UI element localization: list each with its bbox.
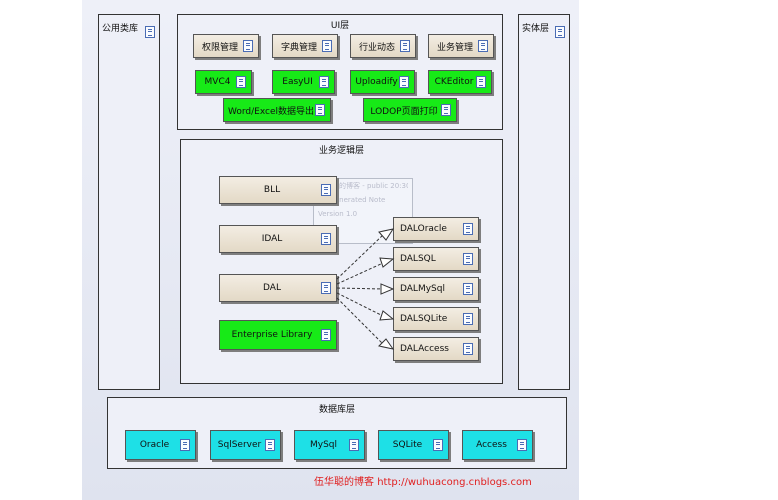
component-dictionary[interactable]: 字典管理	[272, 34, 338, 58]
watermark-author: 伍华聪的博客	[314, 477, 374, 488]
document-icon	[315, 104, 325, 116]
document-icon	[400, 40, 410, 52]
component-label: 权限管理	[201, 42, 238, 53]
component-label: BLL	[263, 185, 281, 195]
component-easyui[interactable]: EasyUI	[272, 70, 335, 94]
component-label: 业务管理	[436, 42, 473, 53]
document-icon	[517, 439, 527, 451]
document-icon	[463, 283, 473, 295]
package-title: 数据库层	[318, 405, 355, 415]
component-label: DALSQL	[400, 254, 436, 264]
document-icon	[321, 329, 331, 341]
component-label: DALOracle	[400, 224, 447, 234]
document-icon	[349, 439, 359, 451]
component-permission[interactable]: 权限管理	[193, 34, 259, 58]
component-label: 字典管理	[280, 42, 317, 53]
package-title: 业务逻辑层	[318, 146, 364, 156]
component-dal-access[interactable]: DALAccess	[393, 337, 479, 361]
document-icon	[463, 223, 473, 235]
document-icon	[180, 439, 190, 451]
component-label: LODOP页面打印	[370, 106, 438, 117]
document-icon	[476, 76, 486, 88]
document-icon	[321, 233, 331, 245]
document-icon	[463, 313, 473, 325]
component-label: Uploadify	[355, 77, 398, 87]
package-title: 公用类库	[102, 24, 139, 34]
package-title: UI层	[330, 21, 350, 31]
document-icon	[265, 439, 275, 451]
document-icon	[463, 253, 473, 265]
component-business[interactable]: 业务管理	[428, 34, 494, 58]
component-db-sqlserver[interactable]: SqlServer	[210, 430, 281, 460]
component-label: EasyUI	[282, 77, 313, 87]
document-icon	[236, 76, 246, 88]
component-enterprise-library[interactable]: Enterprise Library	[219, 320, 337, 350]
document-icon	[319, 76, 329, 88]
component-dal[interactable]: DAL	[219, 274, 337, 302]
component-label: DAL	[263, 283, 281, 293]
document-icon	[243, 40, 253, 52]
component-mvc4[interactable]: MVC4	[195, 70, 252, 94]
package-common-library: 公用类库	[98, 14, 160, 390]
component-dal-sqlite[interactable]: DALSQLite	[393, 307, 479, 331]
component-bll[interactable]: BLL	[219, 176, 337, 204]
component-label: SQLite	[392, 440, 423, 450]
document-icon	[478, 40, 488, 52]
component-db-mysql[interactable]: MySql	[294, 430, 365, 460]
document-icon	[145, 26, 155, 38]
component-dal-mysql[interactable]: DALMySql	[393, 277, 479, 301]
component-db-access[interactable]: Access	[462, 430, 533, 460]
component-label: Word/Excel数据导出	[227, 106, 314, 117]
document-icon	[463, 343, 473, 355]
component-label: DALAccess	[400, 344, 449, 354]
document-icon	[555, 26, 565, 38]
component-label: Enterprise Library	[231, 330, 313, 340]
document-icon	[322, 40, 332, 52]
component-label: Oracle	[139, 440, 170, 450]
component-label: MVC4	[204, 77, 231, 87]
document-icon	[441, 104, 451, 116]
package-title: 实体层	[522, 24, 550, 34]
component-word-excel-export[interactable]: Word/Excel数据导出	[223, 98, 331, 122]
component-label: DALSQLite	[400, 314, 448, 324]
component-label: DALMySql	[400, 284, 445, 294]
document-icon	[399, 76, 409, 88]
component-label: IDAL	[261, 234, 283, 244]
component-db-sqlite[interactable]: SQLite	[378, 430, 449, 460]
package-entity: 实体层	[518, 14, 570, 390]
document-icon	[433, 439, 443, 451]
component-label: CKEditor	[434, 77, 474, 87]
component-ckeditor[interactable]: CKEditor	[428, 70, 492, 94]
component-industry-news[interactable]: 行业动态	[350, 34, 416, 58]
note-line: Version 1.0	[318, 210, 358, 218]
component-db-oracle[interactable]: Oracle	[125, 430, 196, 460]
document-icon	[321, 184, 331, 196]
component-label: 行业动态	[358, 42, 395, 53]
component-idal[interactable]: IDAL	[219, 225, 337, 253]
watermark-url[interactable]: http://wuhuacong.cnblogs.com	[377, 477, 532, 488]
component-dal-oracle[interactable]: DALOracle	[393, 217, 479, 241]
component-dal-sql[interactable]: DALSQL	[393, 247, 479, 271]
component-label: SqlServer	[217, 440, 262, 450]
note-line: 伍华聪的博客 - public 20:30	[318, 182, 408, 190]
component-uploadify[interactable]: Uploadify	[350, 70, 415, 94]
document-icon	[321, 282, 331, 294]
component-label: Access	[476, 440, 507, 450]
watermark[interactable]: 伍华聪的博客 http://wuhuacong.cnblogs.com	[314, 473, 532, 488]
component-label: MySql	[309, 440, 338, 450]
note-line: EA Generated Note	[318, 196, 386, 204]
component-lodop-print[interactable]: LODOP页面打印	[363, 98, 457, 122]
